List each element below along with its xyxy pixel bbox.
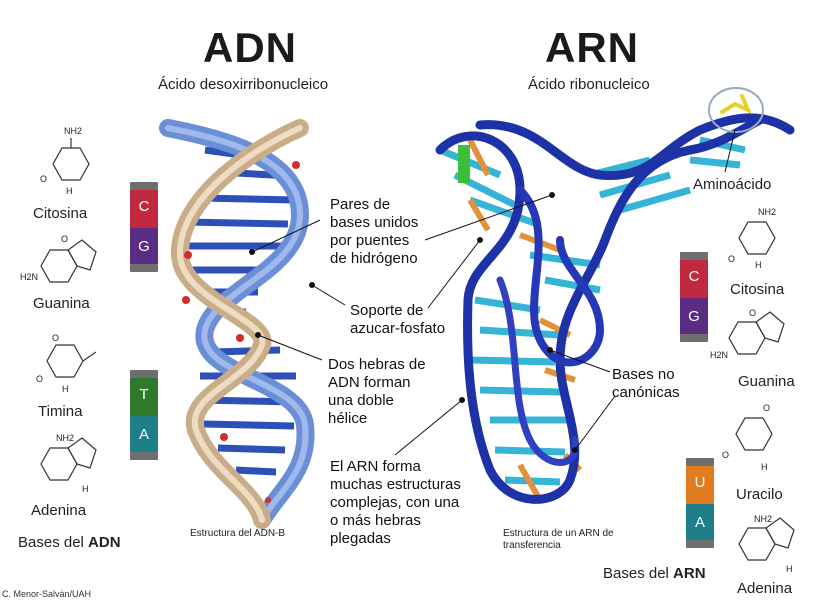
- dna-base-name: Adenina: [31, 502, 87, 519]
- annotation-line: ADN forman: [328, 374, 411, 391]
- annotation-soporte: Soporte de azucar-fosfato: [350, 302, 445, 338]
- annotation-line: Bases no: [612, 366, 675, 383]
- dna-base-name: Guanina: [33, 295, 90, 312]
- chem-label: H2N: [20, 272, 38, 282]
- rna-title: ARN: [545, 24, 639, 71]
- dna-helix: [159, 119, 315, 529]
- annotation-line: Pares de: [330, 196, 391, 213]
- rna-base-name: Adenina: [737, 580, 793, 597]
- chem-label: H: [66, 186, 73, 196]
- chem-label: O: [40, 174, 47, 184]
- annotation-line: de hidrógeno: [330, 250, 418, 267]
- bar-cap: [130, 264, 158, 272]
- chem-label: H: [786, 564, 793, 574]
- bar-cap: [686, 540, 714, 548]
- annotation-dos-hebras: Dos hebras de ADN forman una doble hélic…: [328, 356, 426, 428]
- annotation-line: una doble: [328, 392, 394, 409]
- base-top: C: [130, 190, 158, 228]
- chem-label: NH2: [64, 126, 82, 136]
- bar-cap: [130, 182, 158, 190]
- chem-atom-labels: NH2 O H O H2N O O H NH2 H NH2 O H O H2N …: [20, 126, 793, 574]
- annotation-line: hélice: [328, 410, 368, 427]
- rna-bases-label: Bases del ARN: [603, 565, 706, 582]
- dna-bases-label: Bases del ADN: [18, 534, 121, 551]
- chem-label: H: [82, 484, 89, 494]
- rna-base-name: Uracilo: [736, 486, 783, 503]
- bar-cap: [130, 370, 158, 378]
- annotation-line: bases unidos: [330, 214, 419, 231]
- chem-label: O: [36, 374, 43, 384]
- annotation-line: El ARN forma: [330, 458, 421, 475]
- dna-structure-caption: Estructura del ADN-B: [190, 528, 286, 539]
- chem-label: H: [755, 260, 762, 270]
- annotation-line: por puentes: [330, 232, 410, 249]
- base-bottom: A: [130, 416, 158, 452]
- base-pair-ta-dna: T A: [130, 370, 158, 460]
- chem-label: O: [52, 333, 59, 343]
- annotation-line: Soporte de: [350, 302, 424, 319]
- annotation-line: o más hebras: [330, 512, 421, 529]
- chem-label: H: [761, 462, 768, 472]
- annotation-line: azucar-fosfato: [350, 320, 446, 337]
- bar-cap: [686, 458, 714, 466]
- dna-base-name: Timina: [38, 403, 83, 420]
- base-top: C: [680, 260, 708, 298]
- bar-cap: [130, 452, 158, 460]
- rna-base-name: Guanina: [738, 373, 795, 390]
- annotation-bases-no: Bases no canónicas: [612, 366, 680, 402]
- chem-label: NH2: [754, 514, 772, 524]
- rna-subtitle: Ácido ribonucleico: [528, 76, 650, 93]
- base-pair-cg-dna: C G: [130, 182, 158, 272]
- annotation-pares: Pares de bases unidos por puentes de hid…: [330, 196, 418, 268]
- chem-structures: [40, 138, 795, 561]
- chem-label: O: [728, 254, 735, 264]
- annotation-arn-forma: El ARN forma muchas estructuras compleja…: [330, 458, 461, 548]
- base-top: T: [130, 378, 158, 416]
- bar-cap: [680, 334, 708, 342]
- chem-label: NH2: [758, 207, 776, 217]
- annotation-line: plegadas: [330, 530, 391, 547]
- chem-label: H2N: [710, 350, 728, 360]
- rna-structure: [435, 87, 795, 504]
- annotation-line: canónicas: [612, 384, 680, 401]
- aminoacid-label: Aminoácido: [693, 176, 772, 193]
- annotation-line: complejas, con una: [330, 494, 460, 511]
- chem-label: O: [749, 308, 756, 318]
- base-pair-cg-rna: C G: [680, 252, 708, 342]
- leader-lines: [249, 129, 736, 456]
- base-top: U: [686, 466, 714, 504]
- chem-label: O: [61, 234, 68, 244]
- dna-base-name: Citosina: [33, 205, 88, 222]
- base-bottom: A: [686, 504, 714, 540]
- label-text: Bases del: [18, 534, 89, 551]
- chem-label: O: [763, 403, 770, 413]
- base-pair-ua-rna: U A: [686, 458, 714, 548]
- dna-title: ADN: [203, 24, 297, 71]
- annotation-line: muchas estructuras: [330, 476, 461, 493]
- bar-cap: [680, 252, 708, 260]
- dna-subtitle: Ácido desoxirribonucleico: [158, 76, 329, 93]
- chem-label: O: [722, 450, 729, 460]
- chem-label: H: [62, 384, 69, 394]
- rna-structure-caption-2: transferencia: [503, 540, 561, 551]
- annotation-line: Dos hebras de: [328, 356, 426, 373]
- chem-label: NH2: [56, 433, 74, 443]
- rna-base-name: Citosina: [730, 281, 785, 298]
- rna-structure-caption-1: Estructura de un ARN de: [503, 528, 614, 539]
- base-bottom: G: [130, 228, 158, 264]
- credit: C. Menor-Salván/UAH: [2, 589, 92, 599]
- label-text: Bases del: [603, 565, 674, 582]
- label-bold: ADN: [88, 534, 121, 551]
- base-bottom: G: [680, 298, 708, 334]
- label-bold: ARN: [673, 565, 706, 582]
